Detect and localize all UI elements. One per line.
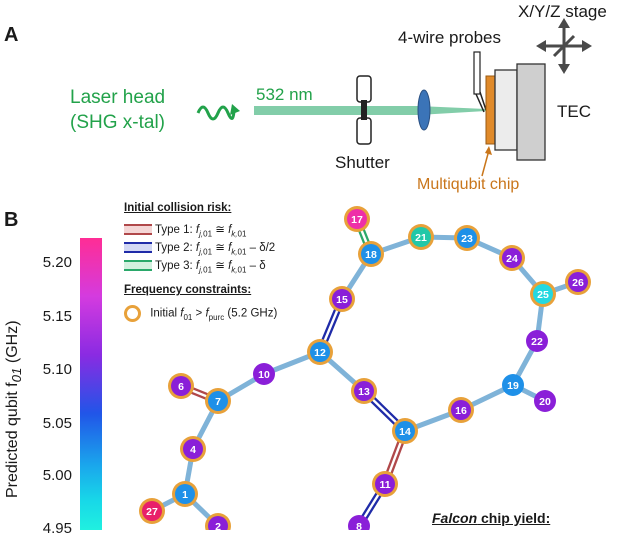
legend-type2: Type 2: fj,01 ≅ fk,01 – δ/2 (124, 240, 275, 256)
tec-block (516, 63, 546, 161)
yield-label-italic: Falcon (432, 510, 478, 526)
shutter-label: Shutter (335, 153, 390, 172)
qubit-label-8: 8 (356, 521, 362, 530)
tec-label: TEC (557, 102, 591, 121)
qubit-label-7: 7 (215, 396, 221, 408)
yield-label: Falcon chip yield: (432, 510, 550, 526)
shutter-icon (356, 75, 372, 145)
laser-beam (254, 106, 418, 115)
qubit-node-14: 14 (392, 418, 418, 444)
qubit-node-21: 21 (408, 224, 434, 250)
legend-constraint: Initial f01 > fpurc (5.2 GHz) (124, 305, 277, 322)
qubit-node-18: 18 (358, 241, 384, 267)
type1-label: Type 1: (155, 224, 196, 236)
xyz-arrows-icon (536, 18, 592, 74)
laser-crystal-label: (SHG x-tal) (70, 112, 165, 133)
qubit-label-20: 20 (539, 396, 551, 408)
qubit-label-13: 13 (358, 386, 370, 398)
qubit-node-22: 22 (526, 330, 548, 352)
constraint-suffix: (5.2 GHz) (224, 307, 278, 320)
legend: Initial collision risk: (124, 202, 231, 214)
qubit-node-27: 27 (139, 498, 165, 524)
setup-diagram (196, 18, 592, 177)
qubit-node-7: 7 (205, 388, 231, 414)
colorbar-tick-3: 5.10 (42, 361, 72, 378)
type2-label: Type 2: (155, 242, 196, 254)
collision-risk-header: Initial collision risk: (124, 202, 232, 214)
qubit-node-6: 6 (168, 373, 194, 399)
type2-swatch (124, 242, 152, 254)
freq-constraints-header: Frequency constraints: (124, 284, 252, 296)
qubit-node-26: 26 (565, 269, 591, 295)
constraint-prefix: Initial (150, 307, 181, 320)
ring-swatch (124, 305, 141, 322)
qubit-label-15: 15 (336, 294, 348, 306)
qubit-label-2: 2 (215, 521, 221, 530)
qubit-label-10: 10 (258, 369, 270, 381)
laser-wave-icon (196, 105, 236, 121)
yield-label-rest: chip yield: (477, 510, 551, 526)
qubit-label-19: 19 (507, 380, 519, 392)
legend-type1: Type 1: fj,01 ≅ fk,01 (124, 222, 246, 238)
colorbar-tick-1: 5.20 (42, 254, 72, 271)
qubit-node-19: 19 (502, 374, 524, 396)
qubit-label-26: 26 (572, 277, 584, 289)
qubit-label-6: 6 (178, 381, 184, 393)
panel-b-label: B (4, 209, 19, 231)
qubit-node-8: 8 (348, 515, 370, 530)
qubit-node-25: 25 (530, 281, 556, 307)
qubit-node-10: 10 (253, 363, 275, 385)
type3-swatch (124, 260, 152, 272)
type1-swatch (124, 224, 152, 236)
colorbar (80, 238, 102, 530)
qubit-node-20: 20 (534, 390, 556, 412)
lens-icon (417, 89, 431, 131)
freq-constraints-block: Frequency constraints: (124, 284, 251, 296)
qubit-node-11: 11 (372, 471, 398, 497)
qubit-label-27: 27 (146, 506, 158, 518)
colorbar-tick-4: 5.05 (42, 415, 72, 432)
panel-a-label: A (4, 24, 19, 46)
qubit-label-1: 1 (182, 489, 188, 501)
qubit-node-12: 12 (307, 339, 333, 365)
qubit-node-23: 23 (454, 225, 480, 251)
qubit-label-16: 16 (455, 405, 467, 417)
qubit-node-24: 24 (499, 245, 525, 271)
colorbar-tick-2: 5.15 (42, 308, 72, 325)
qubit-label-18: 18 (365, 249, 377, 261)
focused-beam (418, 106, 486, 115)
qubit-label-11: 11 (379, 479, 390, 491)
qubit-node-4: 4 (180, 436, 206, 462)
probes-icon (473, 51, 487, 113)
qubit-label-17: 17 (351, 214, 363, 226)
qubit-label-21: 21 (415, 232, 427, 244)
qubit-label-23: 23 (461, 233, 473, 245)
laser-head-label: Laser head (70, 87, 166, 108)
qubit-label-12: 12 (314, 347, 326, 359)
colorbar-tick-5: 5.00 (42, 467, 72, 484)
qubit-label-25: 25 (537, 289, 549, 301)
qubit-node-17: 17 (344, 206, 370, 232)
qubit-node-16: 16 (448, 397, 474, 423)
qubit-node-2: 2 (205, 513, 231, 530)
wavelength-label: 532 nm (256, 85, 313, 104)
type3-label: Type 3: (155, 260, 196, 272)
qubit-node-13: 13 (351, 378, 377, 404)
qubit-node-1: 1 (172, 481, 198, 507)
qubit-label-14: 14 (399, 426, 411, 438)
probes-label: 4-wire probes (398, 28, 501, 47)
qubit-label-24: 24 (506, 253, 518, 265)
chip-label: Multiqubit chip (417, 176, 520, 193)
qubit-node-15: 15 (329, 286, 355, 312)
qubit-label-4: 4 (190, 444, 196, 456)
qubit-label-22: 22 (531, 336, 543, 348)
stage-label: X/Y/Z stage (518, 2, 607, 21)
legend-type3: Type 3: fj,01 ≅ fk,01 – δ (124, 258, 266, 274)
